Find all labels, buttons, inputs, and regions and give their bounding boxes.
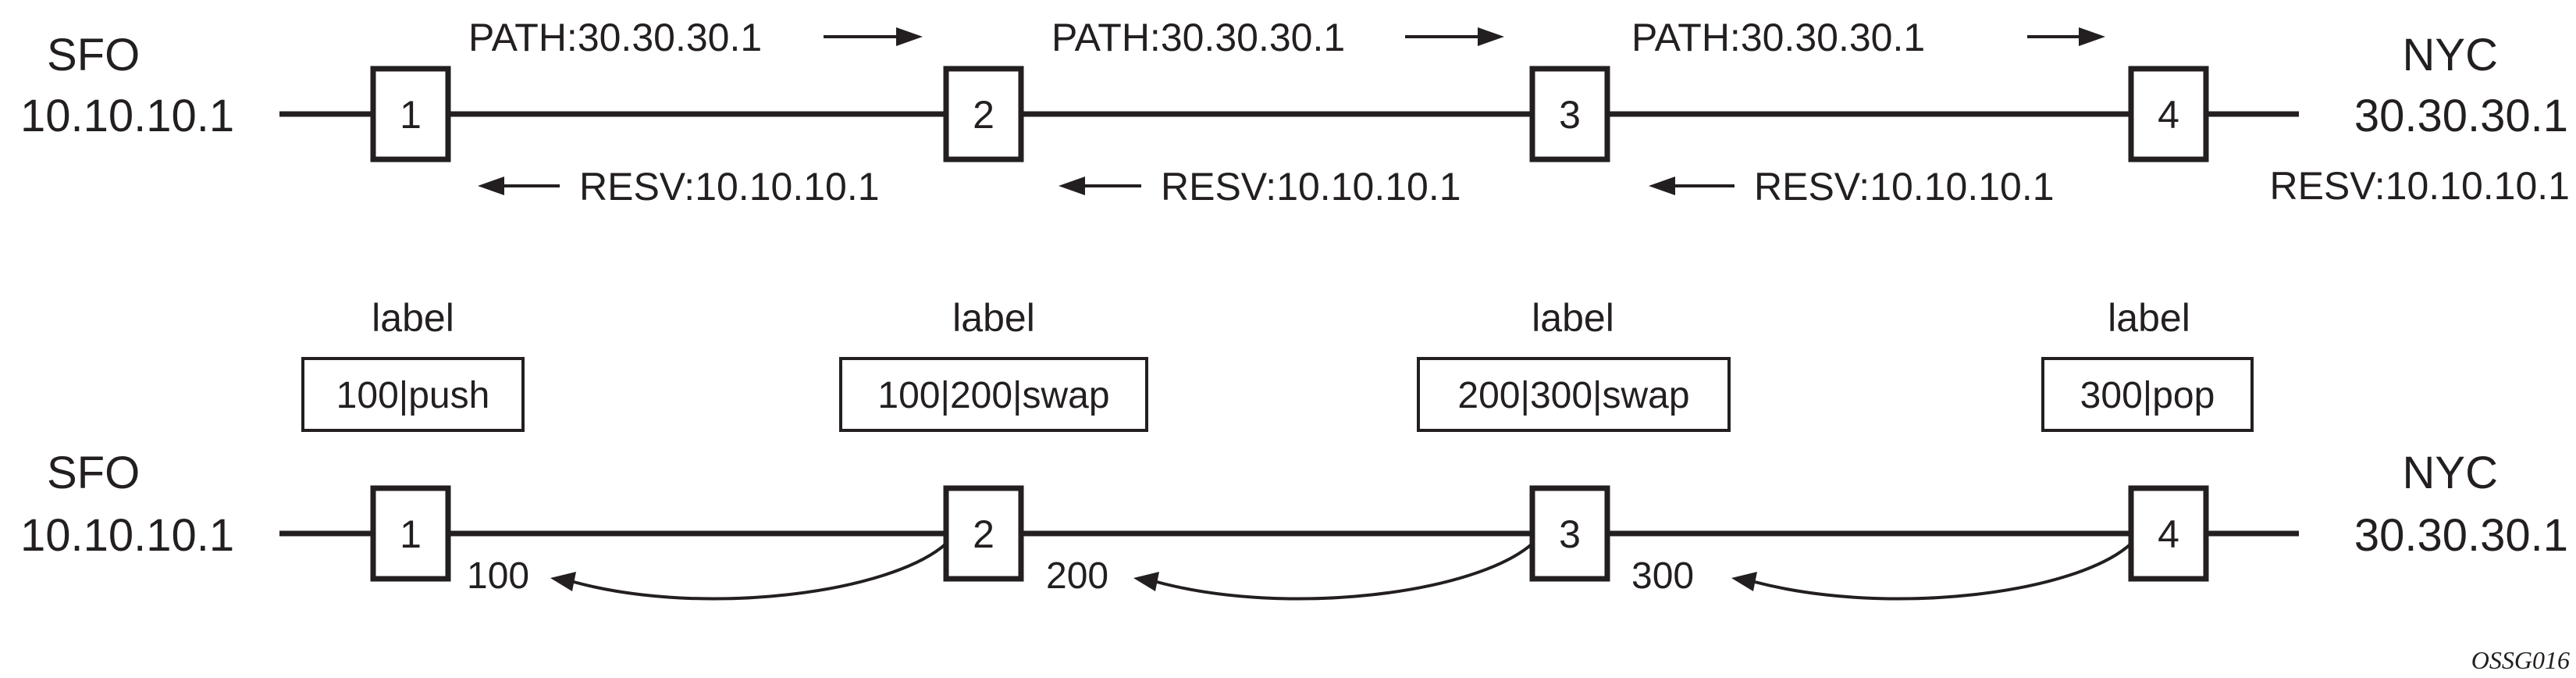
- bottom-node-3: 3: [1529, 485, 1610, 582]
- svg-text:200: 200: [1046, 555, 1108, 597]
- bottom-nyc-ip: 30.30.30.1: [2354, 510, 2568, 561]
- svg-text:PATH:30.30.30.1: PATH:30.30.30.1: [1631, 16, 1925, 59]
- svg-text:PATH:30.30.30.1: PATH:30.30.30.1: [468, 16, 762, 59]
- svg-text:RESV:10.10.10.1: RESV:10.10.10.1: [1754, 165, 2055, 209]
- bottom-node-4: 4: [2128, 485, 2209, 582]
- svg-text:3: 3: [1559, 93, 1581, 137]
- top-node-4: 4: [2128, 66, 2209, 162]
- label-op-box-1: 100|push: [301, 357, 525, 432]
- svg-text:RESV:10.10.10.1: RESV:10.10.10.1: [579, 165, 880, 209]
- top-node-3: 3: [1529, 66, 1610, 162]
- path-message-1: PATH:30.30.30.1: [468, 16, 923, 59]
- svg-text:RESV:10.10.10.1: RESV:10.10.10.1: [1161, 165, 1461, 209]
- svg-text:1: 1: [400, 93, 422, 137]
- bottom-sfo-name: SFO: [47, 448, 140, 498]
- top-node-2: 2: [943, 66, 1024, 162]
- label-curve-100: 100: [467, 542, 948, 601]
- svg-text:2: 2: [973, 512, 994, 556]
- svg-text:200|300|swap: 200|300|swap: [1457, 375, 1689, 416]
- svg-text:4: 4: [2158, 93, 2179, 137]
- label-title-4: label: [2108, 296, 2190, 340]
- svg-text:100: 100: [467, 555, 529, 597]
- bottom-nyc-name: NYC: [2403, 448, 2498, 498]
- signaling-diagram: SFO 10.10.10.1 NYC 30.30.30.1 RESV:10.10…: [20, 16, 2570, 209]
- top-sfo-ip: 10.10.10.1: [20, 91, 234, 141]
- resv-message-1: RESV:10.10.10.1: [478, 165, 880, 209]
- label-diagram: SFO 10.10.10.1 NYC 30.30.30.1 label labe…: [20, 296, 2568, 601]
- label-op-box-2: 100|200|swap: [839, 357, 1148, 432]
- svg-text:4: 4: [2158, 512, 2179, 556]
- top-nyc-name: NYC: [2403, 30, 2498, 80]
- bottom-node-2: 2: [943, 485, 1024, 582]
- path-message-3: PATH:30.30.30.1: [1631, 16, 2105, 59]
- label-op-box-3: 200|300|swap: [1417, 357, 1731, 432]
- label-title-1: label: [372, 296, 454, 340]
- path-message-2: PATH:30.30.30.1: [1051, 16, 1504, 59]
- top-nyc-resv: RESV:10.10.10.1: [2269, 164, 2570, 208]
- top-nyc-ip: 30.30.30.1: [2354, 91, 2568, 141]
- figure-caption: OSSG016: [2471, 646, 2570, 674]
- resv-message-3: RESV:10.10.10.1: [1649, 165, 2055, 209]
- svg-text:100|200|swap: 100|200|swap: [877, 375, 1109, 416]
- svg-text:300|pop: 300|pop: [2080, 375, 2215, 416]
- svg-text:3: 3: [1559, 512, 1581, 556]
- label-title-2: label: [952, 296, 1035, 340]
- svg-text:PATH:30.30.30.1: PATH:30.30.30.1: [1051, 16, 1345, 59]
- bottom-node-1: 1: [370, 485, 451, 582]
- svg-text:2: 2: [973, 93, 994, 137]
- label-curve-300: 300: [1631, 542, 2133, 601]
- svg-text:1: 1: [400, 512, 422, 556]
- bottom-sfo-ip: 10.10.10.1: [20, 510, 234, 561]
- label-curve-200: 200: [1046, 542, 1534, 601]
- top-node-1: 1: [370, 66, 451, 162]
- svg-text:100|push: 100|push: [336, 375, 490, 416]
- label-op-box-4: 300|pop: [2041, 357, 2254, 432]
- resv-message-2: RESV:10.10.10.1: [1059, 165, 1461, 209]
- label-title-3: label: [1532, 296, 1614, 340]
- svg-text:300: 300: [1631, 555, 1694, 597]
- top-sfo-name: SFO: [47, 30, 140, 80]
